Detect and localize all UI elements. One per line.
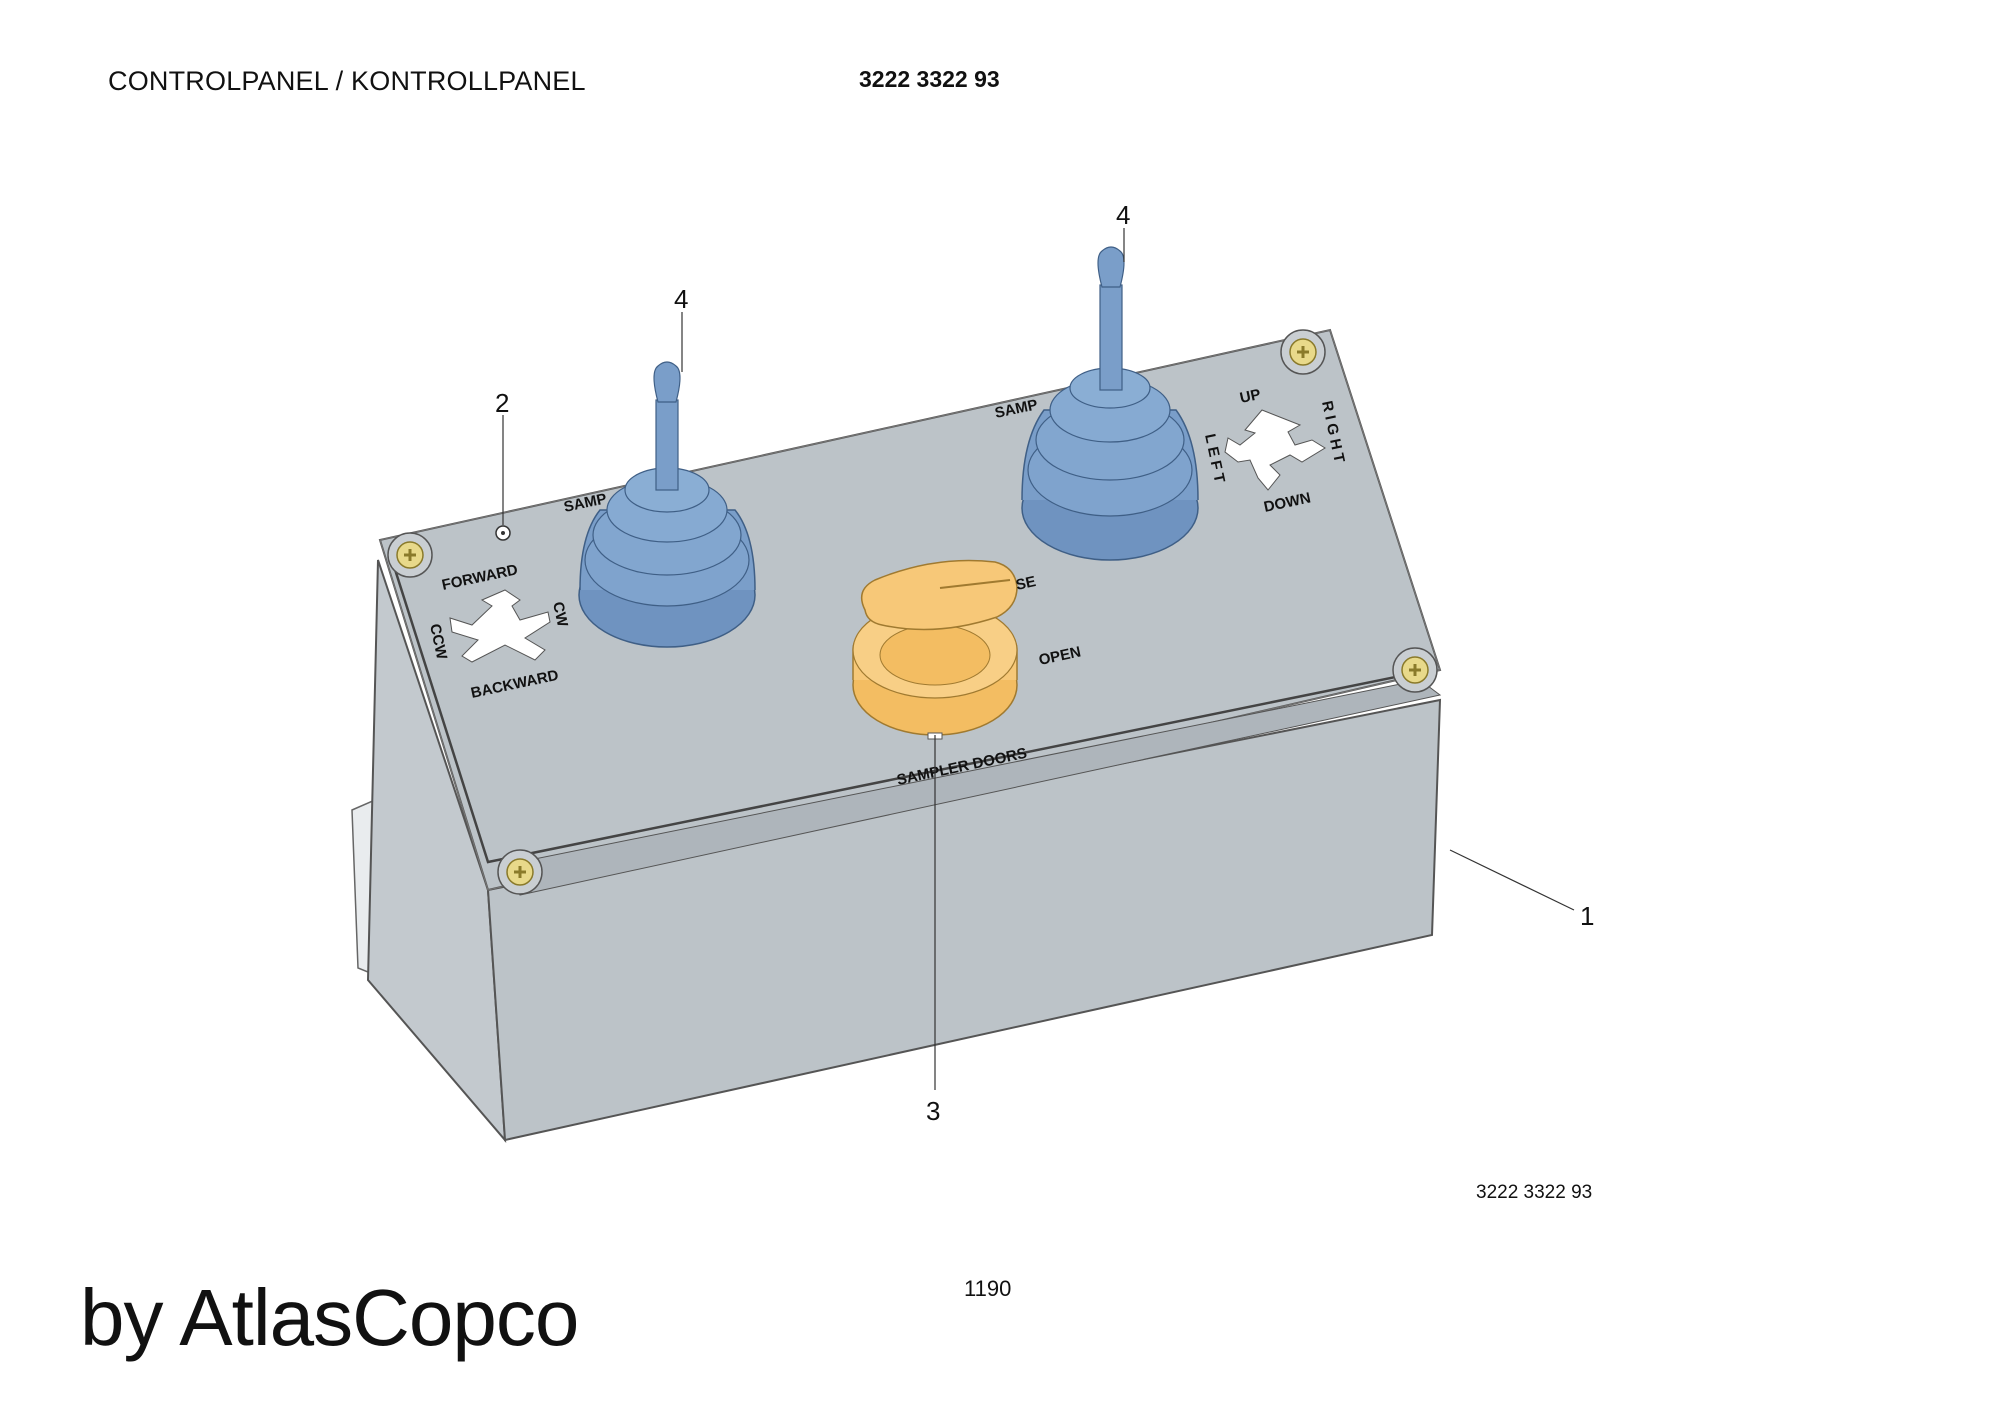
callout-indicator: 2 — [495, 388, 509, 418]
callout-joystick-right: 4 — [1116, 200, 1130, 230]
part-number-footer: 3222 3322 93 — [1476, 1182, 1593, 1203]
callout-joystick-left: 4 — [674, 284, 688, 314]
screw-top-right — [1280, 329, 1326, 375]
left-direction-arrows — [449, 589, 551, 663]
part-number-header: 3222 3322 93 — [859, 66, 1000, 92]
screw-bottom-left — [497, 849, 543, 895]
callout-housing: 1 — [1580, 901, 1594, 931]
screw-top-left — [387, 532, 433, 578]
callout-selector: 3 — [926, 1096, 940, 1126]
label-close: SE — [1014, 573, 1037, 594]
page-number: 1190 — [964, 1276, 1012, 1301]
joystick-left[interactable] — [578, 361, 756, 648]
joystick-right[interactable] — [1021, 246, 1199, 561]
brand-watermark: by AtlasCopco — [80, 1273, 579, 1362]
label-up: UP — [1238, 386, 1262, 407]
indicator-light — [495, 525, 511, 541]
screw-bottom-right — [1392, 647, 1438, 693]
leader-lines — [502, 228, 1575, 1090]
right-direction-arrows — [1224, 409, 1326, 491]
selector-knob[interactable] — [852, 559, 1018, 740]
label-cw: CW — [549, 600, 571, 629]
page-title: CONTROLPANEL / KONTROLLPANEL — [108, 66, 586, 96]
